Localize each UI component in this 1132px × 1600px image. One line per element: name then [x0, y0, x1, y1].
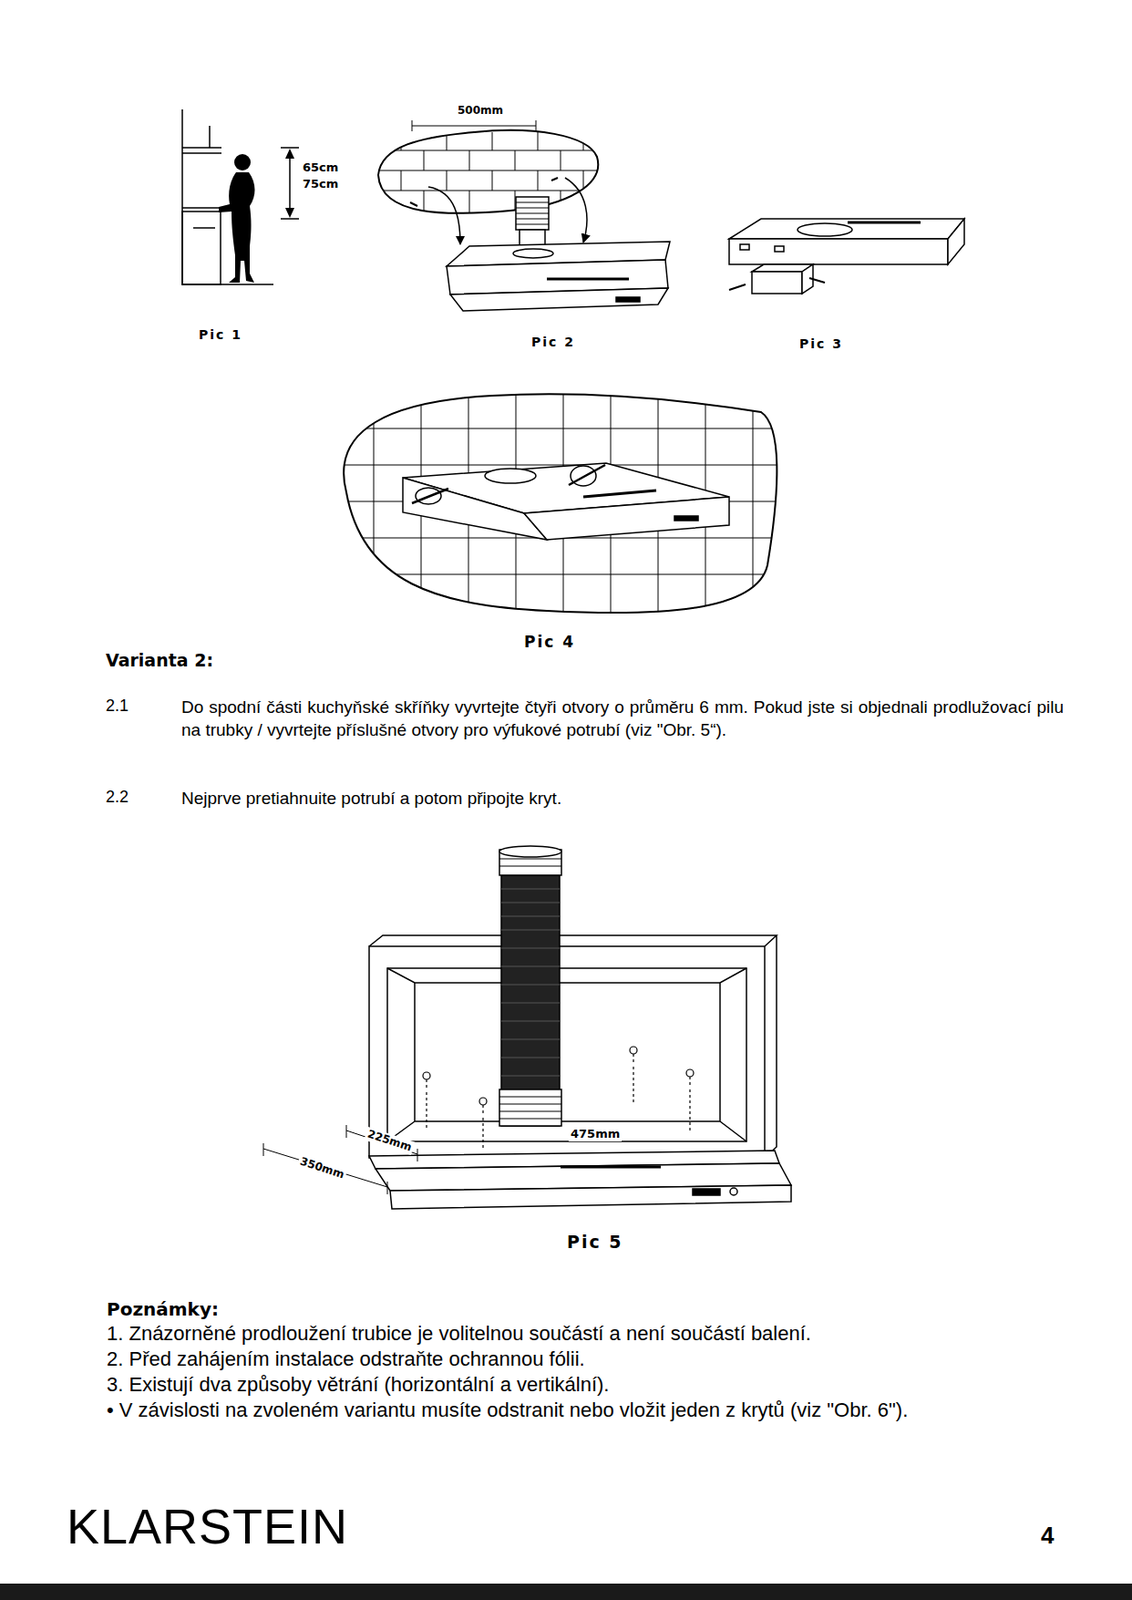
step-number: 2.1: [105, 695, 129, 717]
figure-caption: Pic 5: [566, 1230, 624, 1253]
cabinet-mount-figure: [263, 845, 792, 1209]
footer-bar: [0, 1583, 1132, 1600]
duct-adapter-figure: [729, 218, 965, 294]
brand-logo: KLARSTEIN: [66, 1494, 349, 1557]
figure-caption: Pic 1: [198, 326, 243, 343]
height-figure: [182, 109, 299, 285]
dimension-label: 65cm: [300, 160, 340, 175]
dimension-label: 75cm: [300, 176, 340, 192]
dimension-label: 350mm: [296, 1153, 348, 1183]
note-item: 1. Znázorněné prodloužení trubice je vol…: [106, 1320, 1119, 1347]
note-item: • V závislosti na zvoleném variantu musí…: [106, 1397, 1119, 1423]
figure-caption: Pic 4: [524, 632, 576, 652]
step-number: 2.2: [105, 786, 129, 808]
figure-caption: Pic 2: [531, 333, 576, 350]
wall-mount-figure: [364, 120, 670, 311]
step-text: Do spodní části kuchyňské skříňky vyvrte…: [181, 695, 1064, 741]
notes-heading: Poznámky:: [106, 1297, 219, 1321]
section-heading: Varianta 2:: [105, 649, 214, 670]
dimension-label: 500mm: [455, 103, 505, 118]
step-text: Nejprve pretiahnuite potrubí a potom při…: [181, 786, 1064, 810]
dimension-label: 475mm: [568, 1126, 622, 1142]
note-item: 3. Existují dva způsoby větrání (horizon…: [106, 1371, 1119, 1398]
figure-caption: Pic 3: [799, 335, 844, 352]
page-number: 4: [1040, 1520, 1054, 1551]
note-item: 2. Před zahájením instalace odstraňte oc…: [106, 1346, 1119, 1372]
dimension-label: 225mm: [363, 1126, 415, 1155]
wall-hood-figure: [337, 387, 784, 620]
